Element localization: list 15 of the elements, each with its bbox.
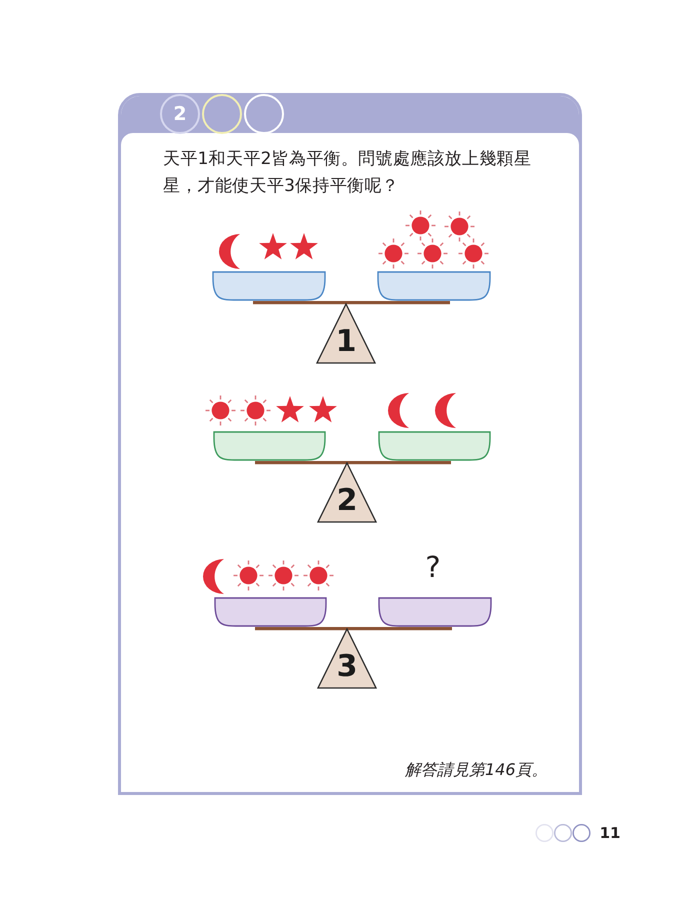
page-number: 11 bbox=[600, 824, 620, 842]
fulcrum-triangle bbox=[316, 303, 376, 364]
fulcrum-triangle bbox=[317, 462, 377, 523]
blank-circle bbox=[244, 94, 284, 134]
scale-number: 2 bbox=[336, 486, 358, 516]
question-text: 天平1和天平2皆為平衡。問號處應該放上幾顆星星，才能使天平3保持平衡呢？ bbox=[163, 148, 532, 198]
question-number: 2 bbox=[173, 104, 187, 124]
fulcrum-triangle bbox=[317, 628, 377, 689]
answer-note: 解答請見第146頁。 bbox=[405, 759, 548, 781]
question-card bbox=[118, 93, 582, 795]
scale-number: 1 bbox=[336, 327, 356, 357]
scale-number: 3 bbox=[336, 652, 358, 682]
question-mark: ? bbox=[425, 551, 441, 583]
blank-circle bbox=[202, 94, 242, 134]
number-circle bbox=[160, 94, 200, 134]
